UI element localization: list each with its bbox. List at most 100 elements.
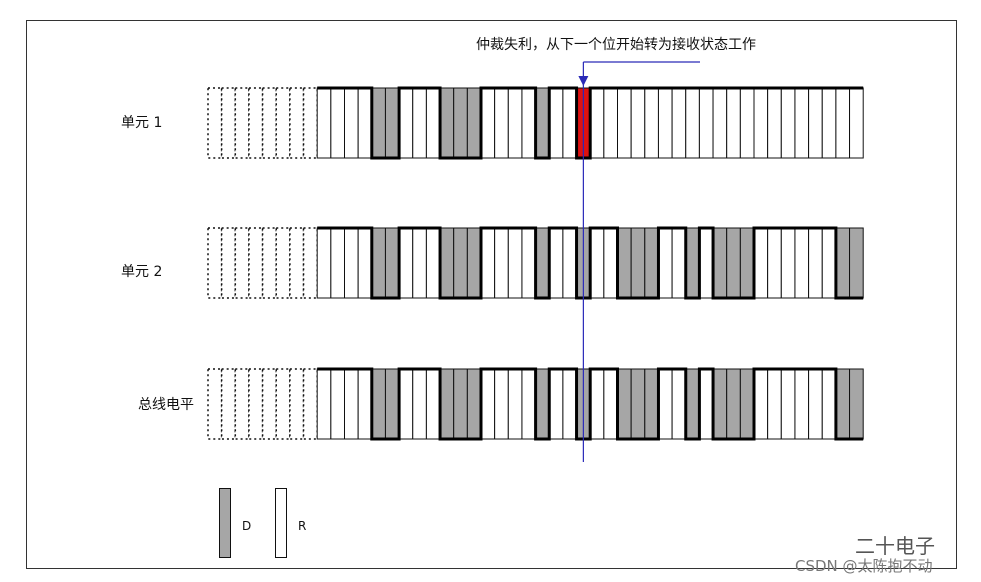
bit-cell-recessive xyxy=(780,368,796,440)
bit-cell-recessive xyxy=(685,87,700,159)
bit-cell-recessive xyxy=(644,87,659,159)
bit-cell-recessive xyxy=(698,368,714,440)
bit-cell-recessive xyxy=(507,368,523,440)
bit-cell-idle xyxy=(248,87,264,159)
bit-cell-idle xyxy=(275,368,291,440)
bit-cell-dominant xyxy=(439,87,455,159)
bit-cell-dominant xyxy=(617,227,632,299)
bit-cell-recessive xyxy=(398,87,414,159)
bit-cell-recessive xyxy=(330,227,346,299)
bit-cell-dominant xyxy=(644,227,659,299)
bit-cell-recessive xyxy=(712,87,728,159)
bit-cell-recessive xyxy=(821,227,837,299)
bit-cell-recessive xyxy=(357,227,373,299)
bit-cell-idle xyxy=(234,227,250,299)
bit-cell-recessive xyxy=(412,87,427,159)
bit-cell-recessive xyxy=(603,227,618,299)
bit-cell-idle xyxy=(289,87,305,159)
bit-cell-recessive xyxy=(780,87,796,159)
bit-cell-idle xyxy=(302,87,318,159)
bit-cell-recessive xyxy=(480,368,496,440)
signal-level-trace xyxy=(317,86,864,160)
bit-cell-recessive xyxy=(739,87,755,159)
bit-cell-recessive xyxy=(425,227,441,299)
bit-cell-recessive xyxy=(548,368,564,440)
bit-cell-recessive xyxy=(589,227,605,299)
bit-cell-recessive xyxy=(753,227,769,299)
bit-cell-idle xyxy=(261,227,278,299)
bit-cell-dominant xyxy=(384,368,400,440)
bit-cell-dominant xyxy=(849,227,864,299)
bit-cell-idle xyxy=(275,227,291,299)
legend-recessive-label: R xyxy=(298,519,307,533)
diagram-frame xyxy=(26,20,957,569)
bit-cell-idle xyxy=(207,227,223,299)
bit-cell-recessive xyxy=(603,87,618,159)
bit-cell-idle xyxy=(302,227,318,299)
bit-cell-recessive xyxy=(630,87,646,159)
bit-cell-recessive xyxy=(494,227,509,299)
row-label-bus-level: 总线电平 xyxy=(138,397,194,413)
bit-cell-recessive xyxy=(562,368,578,440)
bit-cell-dominant xyxy=(371,368,386,440)
bit-cell-dominant xyxy=(739,368,755,440)
bit-cell-dominant xyxy=(630,368,646,440)
bit-cell-recessive xyxy=(316,87,332,159)
bit-cell-idle xyxy=(289,368,305,440)
bit-cell-dominant xyxy=(439,227,455,299)
bit-cell-recessive xyxy=(357,368,373,440)
bit-cell-recessive xyxy=(398,227,414,299)
bit-cell-dominant xyxy=(466,87,482,159)
bit-cell-idle xyxy=(289,227,305,299)
bit-cell-dominant xyxy=(739,227,755,299)
bit-cell-dominant xyxy=(384,87,400,159)
bit-cell-recessive xyxy=(794,87,810,159)
bit-cell-idle xyxy=(275,87,291,159)
bit-cell-recessive xyxy=(425,368,441,440)
bit-cell-idle xyxy=(261,87,278,159)
bit-cell-dominant xyxy=(453,87,468,159)
bit-cell-recessive xyxy=(767,368,782,440)
bit-cell-recessive xyxy=(507,87,523,159)
bit-cell-dominant xyxy=(617,368,632,440)
watermark-csdn: CSDN @太陈抱不动 xyxy=(795,557,933,575)
bit-cell-recessive xyxy=(480,227,496,299)
row-label-unit2: 单元 2 xyxy=(121,264,163,280)
bit-cell-dominant xyxy=(384,227,400,299)
bit-cell-dominant xyxy=(371,227,386,299)
bit-cell-recessive xyxy=(344,227,359,299)
bit-cell-dominant xyxy=(630,227,646,299)
bit-cell-dominant xyxy=(535,227,550,299)
bit-cell-dominant xyxy=(726,227,741,299)
bit-cell-recessive xyxy=(521,368,537,440)
bit-cell-recessive xyxy=(589,87,605,159)
bit-cell-recessive xyxy=(794,368,810,440)
bit-cell-recessive xyxy=(671,227,687,299)
signal-level-trace xyxy=(317,226,864,300)
bit-cell-dominant xyxy=(535,368,550,440)
bit-cell-recessive xyxy=(344,368,359,440)
bit-cell-recessive xyxy=(835,87,851,159)
arbitration-annotation: 仲裁失利，从下一个位开始转为接收状态工作 xyxy=(476,37,756,53)
bit-cell-idle xyxy=(207,87,223,159)
bit-cell-recessive xyxy=(821,87,837,159)
bit-cell-recessive xyxy=(671,368,687,440)
bit-cell-dominant xyxy=(835,368,851,440)
bit-cell-recessive xyxy=(767,227,782,299)
bit-cell-recessive xyxy=(425,87,441,159)
bit-cell-dominant xyxy=(453,227,468,299)
bit-cell-dominant xyxy=(712,227,728,299)
bit-cell-dominant xyxy=(685,227,700,299)
bit-cell-recessive xyxy=(794,227,810,299)
marker-arrowhead xyxy=(578,76,589,86)
bit-cell-recessive xyxy=(671,87,687,159)
bit-cell-idle xyxy=(302,368,318,440)
bit-cell-recessive xyxy=(780,227,796,299)
bit-cell-recessive xyxy=(494,368,509,440)
bit-cell-idle xyxy=(248,227,264,299)
bit-cell-recessive xyxy=(562,227,578,299)
bit-cell-recessive xyxy=(726,87,741,159)
legend-dominant-label: D xyxy=(242,519,252,533)
bit-cell-recessive xyxy=(808,227,823,299)
